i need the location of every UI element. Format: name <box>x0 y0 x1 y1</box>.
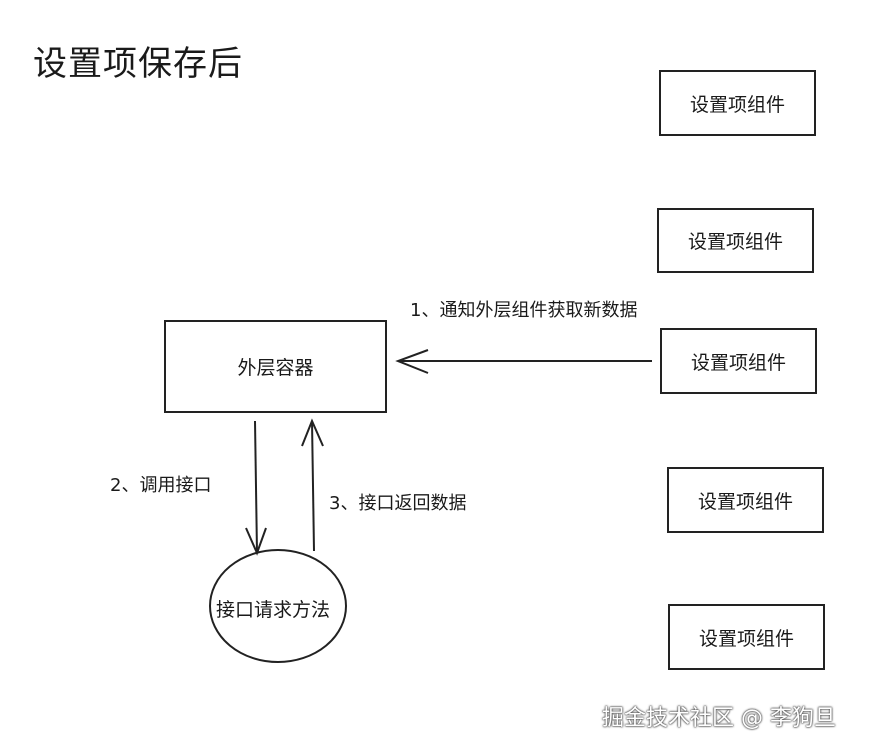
call-arrow <box>245 420 267 556</box>
settings-item-box-5: 设置项组件 <box>668 604 825 670</box>
settings-item-label: 设置项组件 <box>690 351 786 374</box>
watermark: 掘金技术社区 @ 李狗旦 <box>602 706 836 731</box>
settings-item-label: 设置项组件 <box>698 627 794 650</box>
settings-item-label: 设置项组件 <box>689 93 785 116</box>
outer-container-label: 外层容器 <box>237 357 314 379</box>
return-arrow-label: 3、接口返回数据 <box>329 493 467 514</box>
return-arrow <box>301 418 324 552</box>
settings-item-box-1: 设置项组件 <box>659 70 816 136</box>
outer-container-box: 外层容器 <box>164 320 387 413</box>
notify-arrow-label: 1、通知外层组件获取新数据 <box>410 300 638 321</box>
settings-item-box-2: 设置项组件 <box>657 208 814 273</box>
api-method-ellipse <box>209 549 347 663</box>
settings-item-label: 设置项组件 <box>697 490 793 513</box>
notify-arrow <box>395 349 652 374</box>
settings-item-box-3: 设置项组件 <box>660 328 817 394</box>
settings-item-label: 设置项组件 <box>687 231 783 253</box>
call-arrow-label: 2、调用接口 <box>110 475 212 496</box>
settings-item-box-4: 设置项组件 <box>667 467 824 533</box>
diagram-title: 设置项保存后 <box>33 44 243 84</box>
api-method-label: 接口请求方法 <box>216 599 331 621</box>
